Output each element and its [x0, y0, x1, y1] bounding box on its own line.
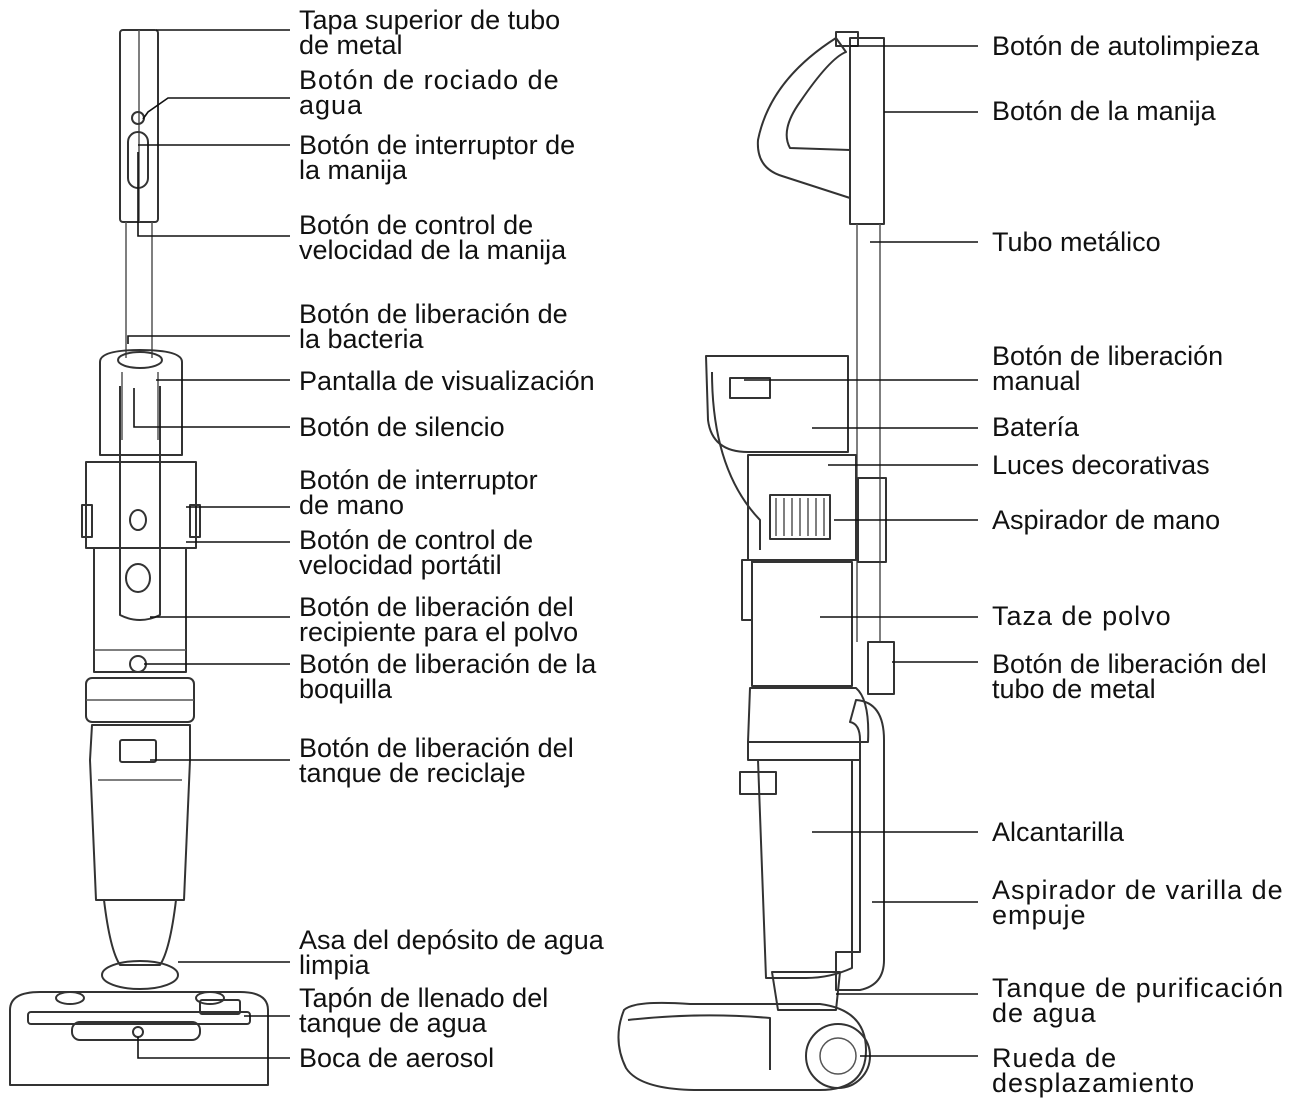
- label-aspirador-mano: Aspirador de mano: [992, 505, 1221, 535]
- label-velocidad-portatil: Botón de control de velocidad portátil: [299, 525, 534, 580]
- label-luces: Luces decorativas: [992, 450, 1210, 480]
- label-boton-manija: Botón de la manija: [992, 96, 1216, 126]
- label-bateria: Batería: [992, 412, 1080, 442]
- side-view-device: [617, 31, 895, 1091]
- label-velocidad-manija: Botón de control de velocidad de la mani…: [299, 210, 567, 265]
- label-liberacion-tubo: Botón de liberación del tubo de metal: [992, 649, 1267, 704]
- label-bacteria: Botón de liberación de la bacteria: [299, 299, 568, 354]
- label-tapa-superior: Tapa superior de tubo de metal: [299, 5, 561, 60]
- label-tanque-purificacion: Tanque de purificación de agua: [992, 973, 1285, 1028]
- label-taza-polvo: Taza de polvo: [992, 601, 1172, 631]
- label-interruptor-manija: Botón de interruptor de la manija: [299, 130, 576, 185]
- label-asa-deposito: Asa del depósito de agua limpia: [299, 925, 604, 980]
- label-tapon-llenado: Tapón de llenado del tanque de agua: [299, 983, 549, 1038]
- label-rueda: Rueda de desplazamiento: [992, 1043, 1196, 1098]
- label-silencio: Botón de silencio: [299, 412, 505, 442]
- label-boca-aerosol: Boca de aerosol: [299, 1043, 495, 1073]
- label-tanque-reciclaje: Botón de liberación del tanque de recicl…: [299, 733, 574, 788]
- right-leader-lines: [744, 45, 978, 1057]
- label-varilla-empuje: Aspirador de varilla de empuje: [992, 875, 1284, 930]
- left-leader-lines: [127, 29, 290, 1059]
- label-liberacion-manual: Botón de liberación manual: [992, 341, 1224, 396]
- label-autolimpieza: Botón de autolimpieza: [992, 31, 1260, 61]
- label-recipiente-polvo: Botón de liberación del recipiente para …: [299, 592, 579, 647]
- label-tubo-metalico: Tubo metálico: [992, 227, 1161, 257]
- label-interruptor-mano: Botón de interruptor de mano: [299, 465, 538, 520]
- label-pantalla: Pantalla de visualización: [299, 366, 595, 396]
- front-view-device: [9, 29, 269, 1086]
- label-alcantarilla: Alcantarilla: [992, 817, 1125, 847]
- label-boquilla: Botón de liberación de la boquilla: [299, 649, 597, 704]
- label-rociado: Botón de rociado de agua: [299, 65, 560, 120]
